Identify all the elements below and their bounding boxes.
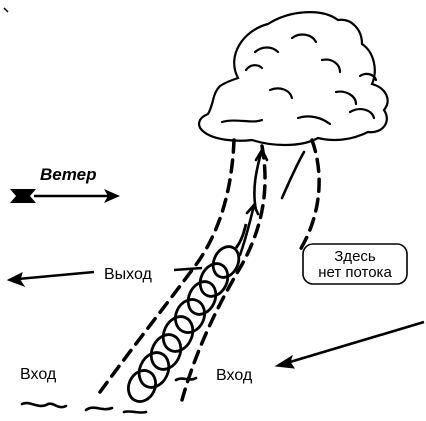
updraft-lines: [240, 150, 304, 255]
inlet-right-label: Вход: [216, 367, 253, 384]
ground-debris: [22, 378, 196, 413]
no-flow-label-line2: нет потока: [318, 264, 392, 281]
no-flow-label-line1: Здесь: [334, 248, 376, 265]
corner-mark: [4, 8, 8, 12]
inlet-left-label: Вход: [20, 366, 57, 383]
exit-label: Выход: [104, 266, 153, 283]
wind-arrow-icon: [10, 189, 120, 203]
inlet-arrow-icon: [276, 322, 424, 368]
wind-label: Ветер: [40, 165, 96, 184]
cloud-icon: [199, 12, 388, 145]
